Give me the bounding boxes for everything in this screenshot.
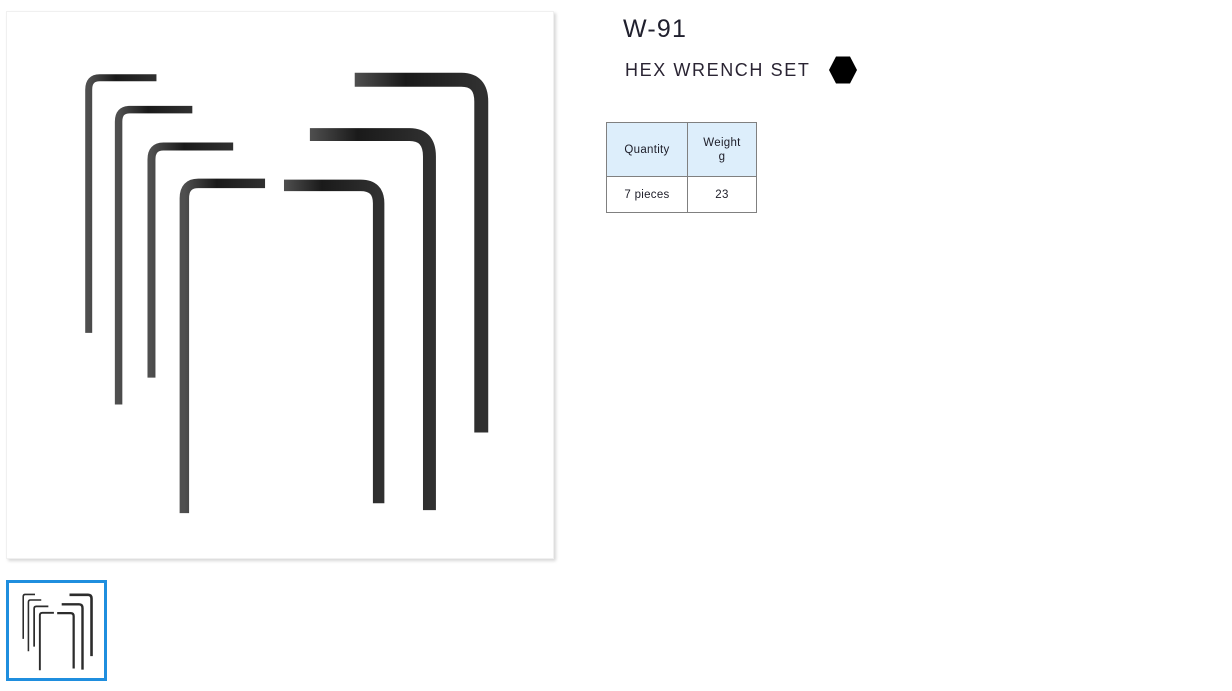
table-row: 7 pieces 23 xyxy=(606,176,757,213)
spec-value-quantity: 7 pieces xyxy=(606,176,688,213)
product-code: W-91 xyxy=(623,15,688,43)
hex-wrench-set-thumbnail xyxy=(9,583,104,678)
wrench-5 xyxy=(283,179,385,504)
wrench-7 xyxy=(354,72,489,433)
wrench-1 xyxy=(85,74,157,333)
spec-table: Quantity Weight g 7 pieces 23 xyxy=(606,122,757,213)
thumbnail-hex-wrench-set[interactable] xyxy=(6,580,107,681)
wrench-4 xyxy=(179,178,266,514)
spec-header-quantity-label: Quantity xyxy=(624,143,670,156)
spec-header-weight-unit: g xyxy=(718,150,726,163)
hex-wrench-set-photo xyxy=(7,12,553,558)
product-image-frame[interactable] xyxy=(6,11,554,559)
product-name: HEX WRENCH SET xyxy=(625,60,811,80)
spec-header-weight-label: Weight xyxy=(703,136,741,149)
thumbnail-strip xyxy=(6,580,107,681)
wrench-2 xyxy=(114,105,193,405)
hexagon-icon xyxy=(829,56,858,84)
wrench-6 xyxy=(309,128,436,511)
spec-header-weight: Weight g xyxy=(687,122,757,177)
wrench-3 xyxy=(147,142,234,378)
product-name-row: HEX WRENCH SET xyxy=(625,56,858,84)
spec-header-quantity: Quantity xyxy=(606,122,688,177)
product-info-panel: W-91 HEX WRENCH SET Quantity Weight g xyxy=(606,0,1206,260)
spec-table-header-row: Quantity Weight g xyxy=(606,122,757,177)
spec-value-weight: 23 xyxy=(687,176,757,213)
